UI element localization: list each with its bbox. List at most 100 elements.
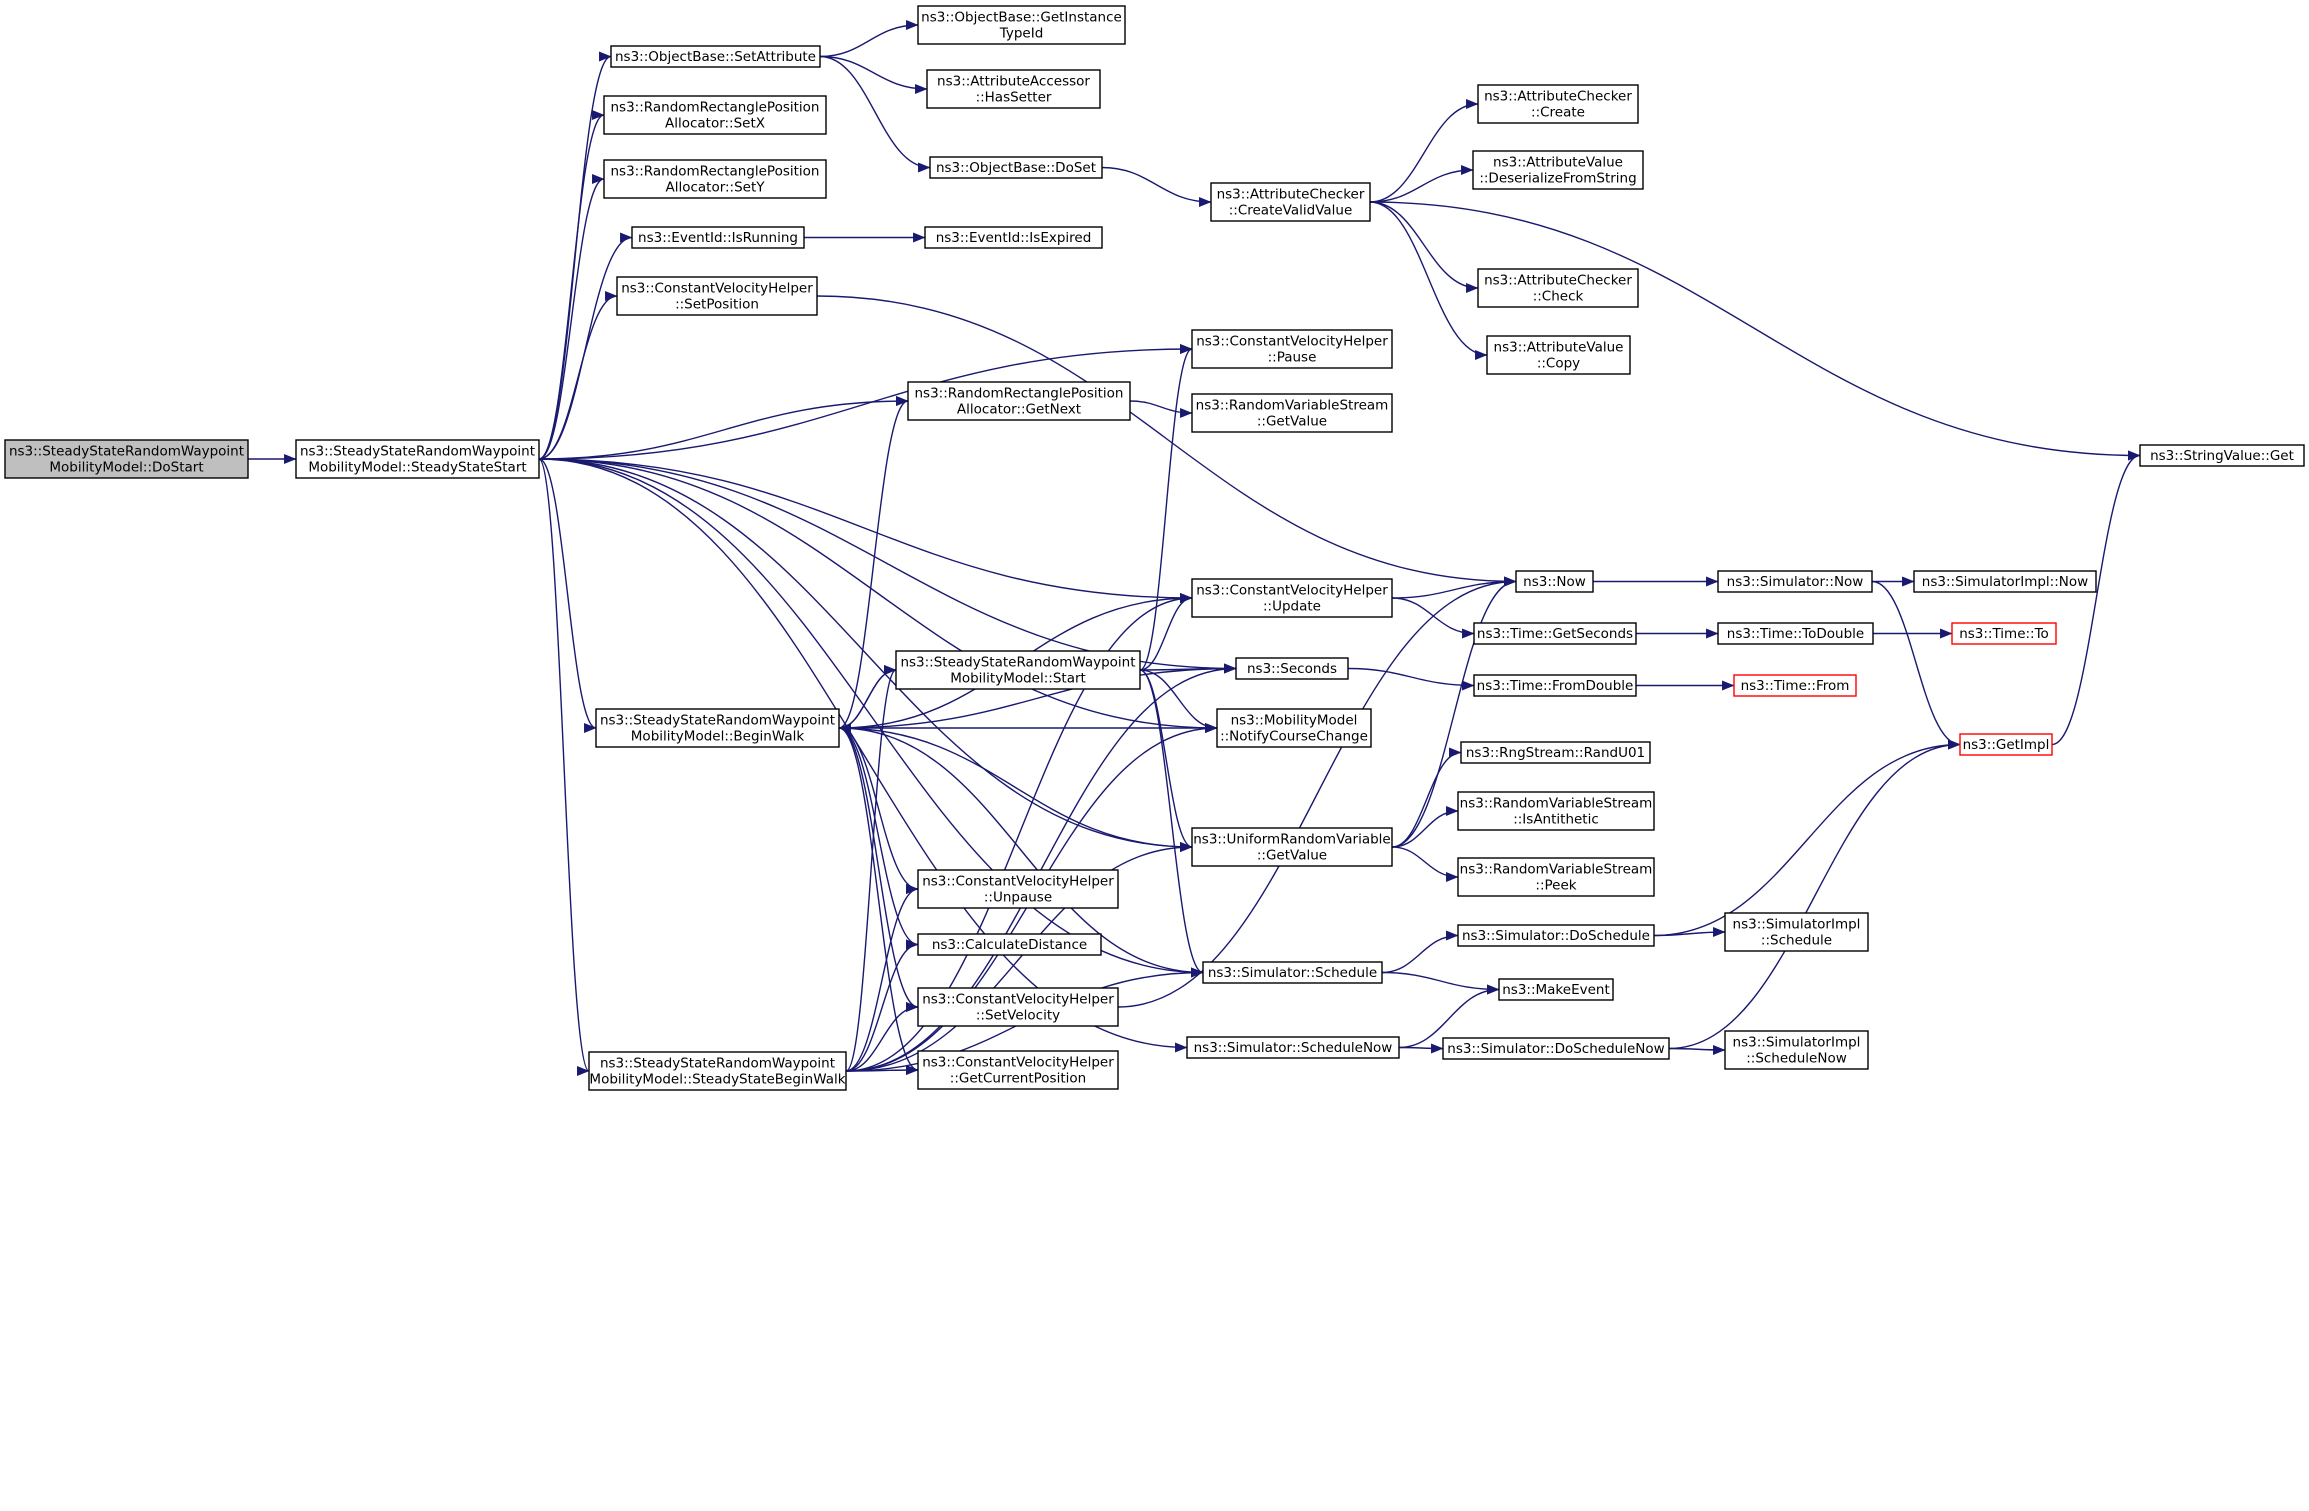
- node-todouble[interactable]: ns3::Time::ToDouble: [1717, 622, 1874, 645]
- node-label: ns3::Time::FromDouble: [1477, 678, 1634, 694]
- node-simimplnow[interactable]: ns3::SimulatorImpl::Now: [1913, 570, 2097, 593]
- node-pause[interactable]: ns3::ConstantVelocityHelper::Pause: [1191, 329, 1393, 369]
- node-timeto[interactable]: ns3::Time::To: [1951, 622, 2057, 645]
- edge-beginwalk-to-unpause: [838, 727, 919, 894]
- node-box: [1498, 978, 1614, 1001]
- node-doschedule[interactable]: ns3::Simulator::DoSchedule: [1457, 924, 1655, 947]
- node-setattr[interactable]: ns3::ObjectBase::SetAttribute: [610, 45, 821, 68]
- node-getseconds[interactable]: ns3::Time::GetSeconds: [1473, 622, 1637, 645]
- node-schedule[interactable]: ns3::Simulator::Schedule: [1202, 961, 1383, 984]
- node-isexpired[interactable]: ns3::EventId::IsExpired: [924, 226, 1103, 249]
- node-label: ns3::Simulator::DoSchedule: [1462, 928, 1650, 944]
- node-label: ns3::MobilityModel: [1231, 713, 1358, 729]
- node-box: [1460, 741, 1651, 764]
- node-box: [895, 650, 1141, 690]
- node-rvsgetvalue[interactable]: ns3::RandomVariableStream::GetValue: [1191, 393, 1393, 433]
- node-label: ::GetValue: [1257, 414, 1327, 430]
- node-hassetter[interactable]: ns3::AttributeAccessor::HasSetter: [926, 69, 1101, 109]
- edge-ssstart-to-pause: [538, 343, 1193, 460]
- node-ssstart[interactable]: ns3::SteadyStateRandomWaypointMobilityMo…: [295, 439, 540, 479]
- node-label: MobilityModel::DoStart: [49, 460, 203, 476]
- node-schedulenow[interactable]: ns3::Simulator::ScheduleNow: [1186, 1036, 1400, 1059]
- node-avcopy[interactable]: ns3::AttributeValue::Copy: [1486, 335, 1631, 375]
- node-timefrom[interactable]: ns3::Time::From: [1733, 674, 1857, 697]
- node-setvel[interactable]: ns3::ConstantVelocityHelper::SetVelocity: [917, 987, 1119, 1027]
- node-setx[interactable]: ns3::RandomRectanglePositionAllocator::S…: [603, 95, 827, 135]
- node-dostart[interactable]: ns3::SteadyStateRandomWaypointMobilityMo…: [4, 439, 249, 479]
- node-label: ns3::ConstantVelocityHelper: [621, 281, 813, 297]
- node-urvgetvalue[interactable]: ns3::UniformRandomVariable::GetValue: [1191, 827, 1393, 867]
- edge-seconds-to-fromdouble: [1347, 667, 1475, 691]
- node-now[interactable]: ns3::Now: [1515, 570, 1594, 593]
- node-label: MobilityModel::SteadyStateStart: [308, 460, 526, 476]
- node-deserialize[interactable]: ns3::AttributeValue::DeserializeFromStri…: [1472, 150, 1644, 190]
- node-ssbeginwalk[interactable]: ns3::SteadyStateRandomWaypointMobilityMo…: [588, 1051, 847, 1091]
- node-unpause[interactable]: ns3::ConstantVelocityHelper::Unpause: [917, 869, 1119, 909]
- node-getcurpos[interactable]: ns3::ConstantVelocityHelper::GetCurrentP…: [917, 1050, 1119, 1090]
- node-label: ns3::AttributeValue: [1493, 155, 1623, 171]
- node-isantithetic[interactable]: ns3::RandomVariableStream::IsAntithetic: [1457, 791, 1655, 831]
- node-box: [610, 45, 821, 68]
- node-label: ns3::StringValue::Get: [2150, 448, 2294, 464]
- node-box: [1457, 857, 1655, 897]
- edge-simnow-to-getimpl: [1871, 580, 1961, 750]
- node-label: ::NotifyCourseChange: [1220, 729, 1368, 745]
- node-start[interactable]: ns3::SteadyStateRandomWaypointMobilityMo…: [895, 650, 1141, 690]
- node-update[interactable]: ns3::ConstantVelocityHelper::Update: [1191, 578, 1393, 618]
- node-label: ns3::SteadyStateRandomWaypoint: [300, 444, 535, 460]
- node-label: ::ScheduleNow: [1746, 1051, 1847, 1067]
- node-label: Allocator::SetY: [665, 180, 765, 196]
- node-box: [1442, 1037, 1670, 1060]
- edge-beginwalk-to-calcdist: [838, 727, 919, 950]
- node-label: ns3::ConstantVelocityHelper: [1196, 583, 1388, 599]
- node-label: ns3::AttributeAccessor: [937, 74, 1090, 90]
- edge-urvgetvalue-to-peek: [1391, 846, 1459, 883]
- edge-beginwalk-to-urvgetvalue: [838, 727, 1193, 853]
- node-simimplschedule[interactable]: ns3::SimulatorImpl::Schedule: [1724, 912, 1869, 952]
- edge-urvgetvalue-to-now: [1391, 576, 1517, 848]
- node-createvalid[interactable]: ns3::AttributeChecker::CreateValidValue: [1210, 182, 1371, 222]
- node-doset[interactable]: ns3::ObjectBase::DoSet: [929, 156, 1103, 179]
- edge-ssbeginwalk-to-setvel: [845, 1001, 919, 1072]
- node-getimpl[interactable]: ns3::GetImpl: [1959, 733, 2053, 756]
- node-label: ns3::RandomVariableStream: [1460, 862, 1653, 878]
- node-doschedulenow[interactable]: ns3::Simulator::DoScheduleNow: [1442, 1037, 1670, 1060]
- node-box: [295, 439, 540, 479]
- node-box: [2139, 444, 2305, 467]
- node-seconds[interactable]: ns3::Seconds: [1235, 657, 1349, 680]
- edge-urvgetvalue-to-isantithetic: [1391, 805, 1459, 848]
- node-sety[interactable]: ns3::RandomRectanglePositionAllocator::S…: [603, 159, 827, 199]
- node-label: ns3::Simulator::Schedule: [1208, 965, 1377, 981]
- node-makeevent[interactable]: ns3::MakeEvent: [1498, 978, 1614, 1001]
- node-label: ns3::EventId::IsExpired: [936, 230, 1092, 246]
- node-cvsetpos[interactable]: ns3::ConstantVelocityHelper::SetPosition: [616, 276, 818, 316]
- node-fromdouble[interactable]: ns3::Time::FromDouble: [1473, 674, 1637, 697]
- node-stringget[interactable]: ns3::StringValue::Get: [2139, 444, 2305, 467]
- node-box: [1724, 1030, 1869, 1070]
- node-beginwalk[interactable]: ns3::SteadyStateRandomWaypointMobilityMo…: [595, 708, 840, 748]
- node-label: ::Update: [1263, 599, 1321, 615]
- node-notify[interactable]: ns3::MobilityModel::NotifyCourseChange: [1216, 708, 1372, 748]
- node-simnow[interactable]: ns3::Simulator::Now: [1717, 570, 1873, 593]
- node-peek[interactable]: ns3::RandomVariableStream::Peek: [1457, 857, 1655, 897]
- node-randu01[interactable]: ns3::RngStream::RandU01: [1460, 741, 1651, 764]
- node-label: MobilityModel::BeginWalk: [631, 729, 805, 745]
- edge-doschedulenow-to-getimpl: [1668, 739, 1961, 1050]
- node-label: ::SetVelocity: [976, 1008, 1060, 1024]
- node-calcdist[interactable]: ns3::CalculateDistance: [917, 933, 1102, 956]
- node-box: [1477, 84, 1639, 124]
- node-accreate[interactable]: ns3::AttributeChecker::Create: [1477, 84, 1639, 124]
- node-isrunning[interactable]: ns3::EventId::IsRunning: [631, 226, 805, 249]
- node-label: ::Unpause: [984, 890, 1052, 906]
- edge-cvsetpos-to-now: [816, 295, 1517, 587]
- node-getnext[interactable]: ns3::RandomRectanglePositionAllocator::G…: [907, 381, 1131, 421]
- edge-ssstart-to-seconds: [538, 458, 1237, 674]
- node-box: [924, 226, 1103, 249]
- node-label: ::IsAntithetic: [1513, 812, 1599, 828]
- node-accheck[interactable]: ns3::AttributeChecker::Check: [1477, 268, 1639, 308]
- node-label: ns3::Now: [1523, 574, 1586, 590]
- node-simimplschedulenow[interactable]: ns3::SimulatorImpl::ScheduleNow: [1724, 1030, 1869, 1070]
- node-label: ns3::Seconds: [1247, 661, 1337, 677]
- node-label: ns3::SimulatorImpl: [1733, 917, 1861, 933]
